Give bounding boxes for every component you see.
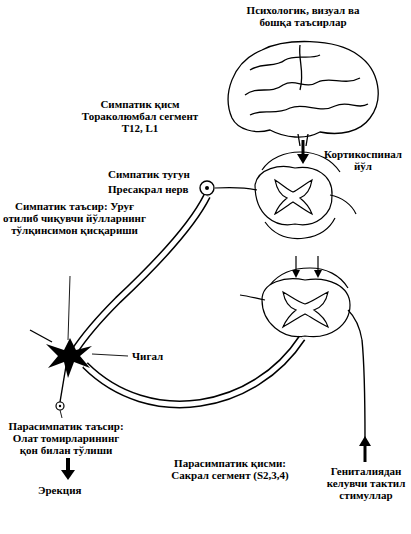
leader-line [92,354,128,356]
branch-end [56,402,64,410]
label-text: Гениталиядан келувчи тактил стимуллар [322,465,410,501]
pelvic-nerve-inner [85,338,302,404]
nerve-root [348,310,362,340]
label-text: Пресакрал нерв [108,183,208,195]
erection-arrow [61,458,75,480]
pelvic-nerve-outer [85,338,302,404]
plexus-star [46,338,92,378]
arrow-shaft [364,444,367,462]
nerve-root [240,295,265,300]
arrow-head [292,270,300,278]
label-text: Парасимпатик қисми: Сакрал сегмент (S2,3… [168,457,292,481]
label-text: Эрекция [38,484,108,496]
brain-gyrus [245,78,360,95]
label-text: Симпатик қисм Тораколюмбал сегмент T12, … [75,98,205,134]
tactile-input [359,340,371,462]
plexus-branch [30,330,52,342]
label-text: Симпатик тугун [108,168,208,180]
cord-outline [255,167,332,225]
label-text: Психологик, визуал ва бошқа таъсирлар [244,4,362,28]
leader-line [68,276,70,340]
vertebra [265,218,335,238]
plexus-branch [60,366,66,402]
arrow-head [314,270,322,278]
branch-dot [59,405,61,407]
arrow-shaft [302,140,305,156]
label-text: Кортикоспинал йўл [318,148,408,172]
brain [228,42,378,146]
label-text: Чигал [132,350,192,362]
brain-gyrus [250,104,368,115]
arrow-head [359,436,371,446]
upper-spinal-segment [215,152,356,238]
brain-outline [228,42,378,138]
arrow-shaft [295,256,296,272]
sensory-nerve [362,340,365,440]
sympathetic-ganglion [200,181,214,195]
input-arrows [292,256,322,278]
ganglion-circle [200,181,214,195]
cord-outline [262,279,350,337]
arrow-head [61,470,75,480]
label-text: Симпатик таъсир: Уруғ отилиб чиқувчи йўл… [2,200,147,236]
gray-matter [283,292,328,327]
ganglion-dot [205,186,209,190]
pelvic-plexus [30,330,92,410]
brain-gyrus [300,45,302,90]
leader-line [60,410,62,418]
arrow-head [297,154,309,164]
gray-matter [275,180,312,214]
arrow-shaft [317,256,318,272]
nerve-root [215,188,257,190]
lower-spinal-segment [240,268,362,340]
leader-lines [60,276,128,418]
vertebra [270,268,348,288]
arrow-shaft [66,458,70,472]
nerve-root [330,195,356,214]
brain-gyrus [250,55,320,70]
label-text: Парасимпатик таъсир: Олат томирларининг … [4,420,128,456]
